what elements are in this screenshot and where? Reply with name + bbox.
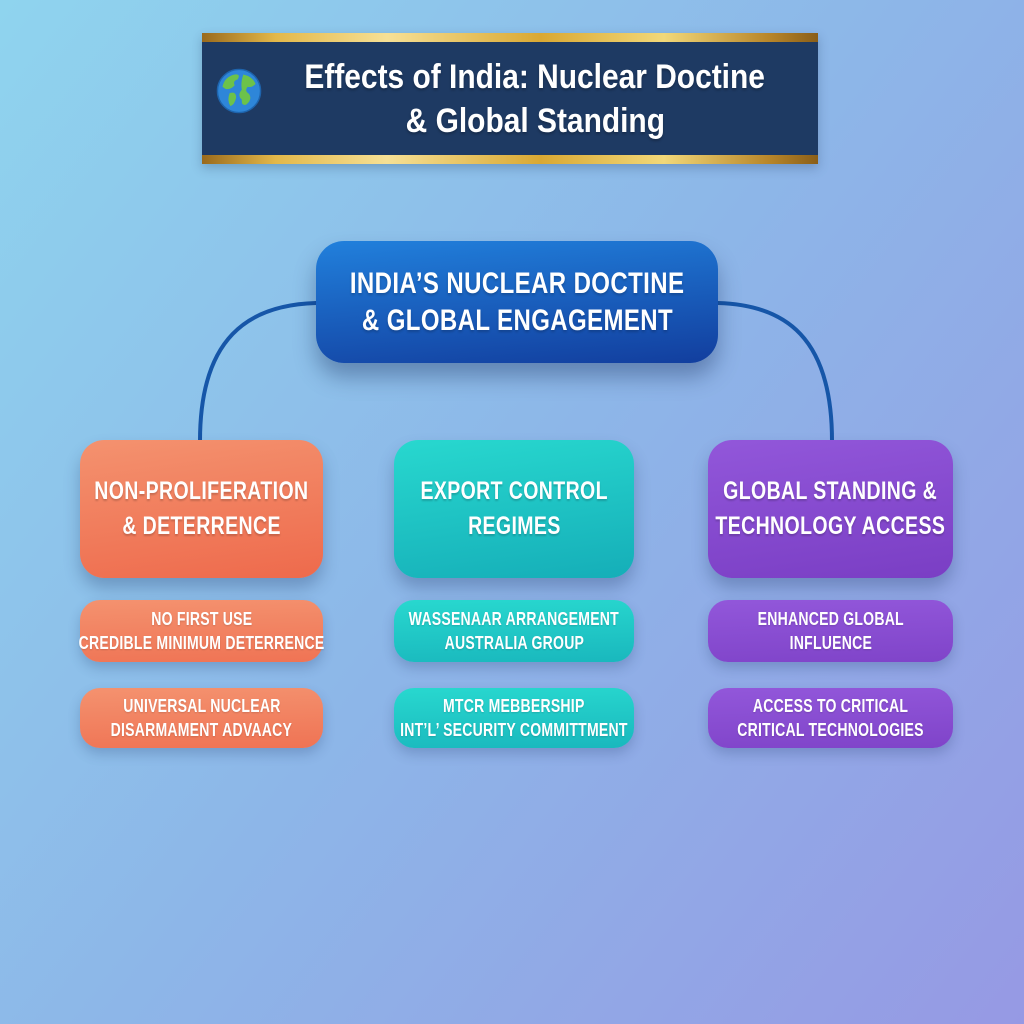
sub-node-line1: UNIVERSAL NUCLEAR bbox=[122, 696, 281, 716]
category-box: NON-PROLIFERATION & DETERRENCE bbox=[80, 440, 323, 578]
sub-node-line2: CRITICAL TECHNOLOGIES bbox=[737, 720, 924, 740]
header-title-line2: & Global Standing bbox=[405, 101, 665, 140]
sub-node: ACCESS TO CRITICAL CRITICAL TECHNOLOGIES bbox=[708, 688, 953, 748]
column-non-proliferation-deterrence: NON-PROLIFERATION & DETERRENCE NO FIRST … bbox=[78, 440, 325, 748]
sub-node-line1: WASSENAAR ARRANGEMENT bbox=[408, 609, 620, 629]
gold-strip-top bbox=[202, 33, 818, 42]
sub-node: NO FIRST USE CREDIBLE MINIMUM DETERRENCE bbox=[78, 600, 325, 662]
connector-right bbox=[716, 301, 834, 443]
root-node-line1: INDIA’S NUCLEAR DOCTINE bbox=[349, 267, 685, 300]
category-title-line1: NON-PROLIFERATION bbox=[94, 477, 309, 505]
root-node: INDIA’S NUCLEAR DOCTINE & GLOBAL ENGAGEM… bbox=[316, 241, 718, 363]
root-node-line2: & GLOBAL ENGAGEMENT bbox=[361, 304, 673, 337]
sub-node-line1: ACCESS TO CRITICAL bbox=[752, 696, 909, 716]
globe-icon bbox=[216, 68, 262, 114]
sub-node: ENHANCED GLOBAL INFLUENCE bbox=[708, 600, 953, 662]
sub-node-line1: MTCR MEBBERSHIP bbox=[443, 696, 585, 716]
sub-node-line2: DISARMAMENT ADVAACY bbox=[110, 720, 293, 740]
sub-node-line2: INFLUENCE bbox=[789, 633, 872, 653]
sub-node-line1: NO FIRST USE bbox=[150, 609, 253, 629]
sub-node: WASSENAAR ARRANGEMENT AUSTRALIA GROUP bbox=[394, 600, 634, 662]
category-box: EXPORT CONTROL REGIMES bbox=[394, 440, 634, 578]
category-title-line1: GLOBAL STANDING & bbox=[723, 477, 938, 505]
category-title-line1: EXPORT CONTROL bbox=[420, 477, 608, 505]
category-title-line2: REGIMES bbox=[467, 512, 561, 540]
category-box: GLOBAL STANDING & TECHNOLOGY ACCESS bbox=[708, 440, 953, 578]
header-title: Effects of India: Nuclear Doctine & Glob… bbox=[252, 42, 818, 155]
column-export-control-regimes: EXPORT CONTROL REGIMES WASSENAAR ARRANGE… bbox=[394, 440, 634, 748]
sub-node-line2: AUSTRALIA GROUP bbox=[444, 633, 584, 653]
sub-node: UNIVERSAL NUCLEAR DISARMAMENT ADVAACY bbox=[80, 688, 323, 748]
category-title-line2: & DETERRENCE bbox=[122, 512, 281, 540]
sub-node-line2: INT’L’ SECURITY COMMITTMENT bbox=[400, 720, 628, 740]
category-title-line2: TECHNOLOGY ACCESS bbox=[715, 512, 946, 540]
sub-node-line1: ENHANCED GLOBAL bbox=[757, 609, 904, 629]
sub-node-line2: CREDIBLE MINIMUM DETERRENCE bbox=[78, 633, 325, 653]
gold-strip-bottom bbox=[202, 155, 818, 164]
sub-node: MTCR MEBBERSHIP INT’L’ SECURITY COMMITTM… bbox=[394, 688, 634, 748]
connector-left bbox=[198, 301, 318, 443]
column-global-standing-technology-access: GLOBAL STANDING & TECHNOLOGY ACCESS ENHA… bbox=[708, 440, 953, 748]
header-title-line1: Effects of India: Nuclear Doctine bbox=[304, 57, 766, 96]
header-banner: Effects of India: Nuclear Doctine & Glob… bbox=[202, 33, 818, 164]
